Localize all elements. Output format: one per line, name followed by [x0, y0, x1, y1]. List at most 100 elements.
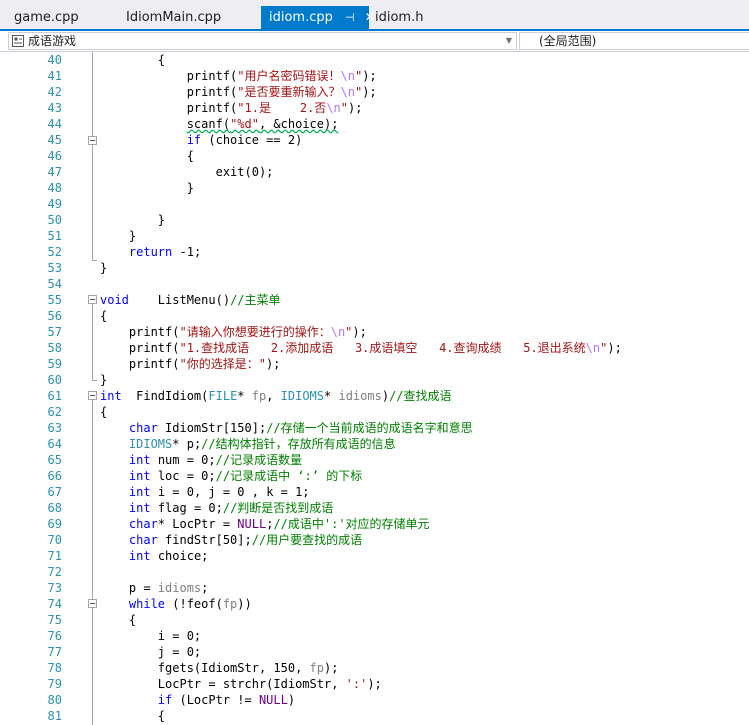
line-number: 40 — [47, 53, 62, 67]
line-number: 51 — [47, 229, 62, 243]
tab-label: IdiomMain.cpp — [126, 10, 222, 25]
code-line: char* LocPtr = NULL;//成语中':'对应的存储单元 — [128, 517, 430, 531]
project-icon — [12, 35, 24, 47]
line-number: 58 — [47, 341, 62, 355]
line-number: 75 — [47, 613, 62, 627]
scope-dropdown-value: (全局范围) — [539, 34, 597, 48]
tab-idiom-cpp[interactable]: idiom.cpp ⊣ ✕ — [261, 6, 375, 31]
code-line: return -1; — [128, 245, 202, 259]
line-number: 45 — [47, 133, 62, 147]
collapse-toggle-icon[interactable] — [88, 599, 97, 608]
line-number: 69 — [47, 517, 62, 531]
line-number: 78 — [47, 661, 62, 675]
line-number: 65 — [47, 453, 62, 467]
fold-end-marker — [92, 380, 97, 381]
project-dropdown[interactable]: 成语游戏 ▼ — [8, 32, 517, 50]
line-number: 46 — [47, 149, 62, 163]
line-number: 57 — [47, 325, 62, 339]
code-line: { — [100, 309, 108, 323]
code-line: IDIOMS* p;//结构体指针，存放所有成语的信息 — [128, 437, 396, 451]
fold-guide-line — [92, 400, 93, 725]
line-number: 63 — [47, 421, 62, 435]
code-line: printf("1.查找成语 2.添加成语 3.成语填空 4.查询成绩 5.退出… — [100, 341, 622, 355]
line-number: 55 — [47, 293, 62, 307]
code-line: fgets(IdiomStr, 150, fp); — [100, 661, 339, 675]
line-number: 53 — [47, 261, 62, 275]
fold-guide-line — [92, 304, 93, 380]
code-line: exit(0); — [100, 165, 274, 179]
code-line: } — [100, 181, 194, 195]
line-number: 41 — [47, 69, 62, 83]
code-line: { — [100, 149, 194, 163]
fold-guide-line — [92, 52, 93, 260]
line-number: 67 — [47, 485, 62, 499]
project-dropdown-value: 成语游戏 — [28, 34, 77, 48]
tab-idiom-h[interactable]: idiom.h — [367, 6, 431, 29]
line-number: 47 — [47, 165, 62, 179]
code-line: printf("是否要重新输入？\n"); — [100, 85, 377, 99]
collapse-toggle-icon[interactable] — [88, 295, 97, 304]
code-line: { — [100, 405, 108, 419]
fold-end-marker — [92, 260, 97, 261]
document-tab-bar: game.cpp IdiomMain.cpp idiom.cpp ⊣ ✕ idi… — [0, 0, 749, 31]
code-line — [100, 196, 749, 212]
code-line: int flag = 0;//判断是否找到成语 — [128, 501, 334, 515]
code-line: } — [100, 229, 137, 243]
code-line: int i = 0, j = 0 , k = 1; — [128, 485, 310, 499]
line-number: 48 — [47, 181, 62, 195]
code-line: int choice; — [128, 549, 209, 563]
line-number: 71 — [47, 549, 62, 563]
pin-icon[interactable]: ⊣ — [345, 11, 355, 24]
code-line: printf("1.是 2.否\n"); — [100, 101, 363, 115]
tab-idiommain-cpp[interactable]: IdiomMain.cpp — [118, 6, 229, 29]
code-text-area[interactable]: { printf("用户名密码错误！\n"); printf("是否要重新输入？… — [100, 52, 749, 724]
code-line: void ListMenu()//主菜单 — [100, 293, 281, 307]
navigation-bar: 成语游戏 ▼ (全局范围) — [0, 31, 749, 52]
line-number: 56 — [47, 309, 62, 323]
line-number: 49 — [47, 197, 62, 211]
code-line: char IdiomStr[150];//存储一个当前成语的成语名字和意思 — [128, 421, 473, 435]
code-line — [100, 564, 749, 580]
line-number: 44 — [47, 117, 62, 131]
chevron-down-icon[interactable]: ▼ — [505, 36, 513, 45]
line-number: 52 — [47, 245, 62, 259]
line-number: 81 — [47, 709, 62, 723]
code-line: LocPtr = strchr(IdiomStr, ':'); — [100, 677, 382, 691]
code-line: } — [100, 373, 108, 387]
line-number: 77 — [47, 645, 62, 659]
code-line: } — [100, 213, 166, 227]
line-number: 43 — [47, 101, 62, 115]
tab-game-cpp[interactable]: game.cpp — [6, 6, 87, 29]
code-line: if (choice == 2) — [186, 133, 303, 147]
code-line: p = idioms; — [100, 581, 209, 595]
code-line: j = 0; — [100, 645, 202, 659]
line-number: 79 — [47, 677, 62, 691]
tab-label: idiom.cpp — [269, 10, 333, 25]
code-line: int num = 0;//记录成语数量 — [128, 453, 303, 467]
collapse-toggle-icon[interactable] — [88, 136, 97, 145]
code-line: int loc = 0;//记录成语中 ‘:’ 的下标 — [128, 469, 363, 483]
line-number: 60 — [47, 373, 62, 387]
line-number: 76 — [47, 629, 62, 643]
tab-label: game.cpp — [14, 10, 79, 25]
line-number: 72 — [47, 565, 62, 579]
line-number: 59 — [47, 357, 62, 371]
line-number: 68 — [47, 501, 62, 515]
line-number: 62 — [47, 405, 62, 419]
collapse-toggle-icon[interactable] — [88, 391, 97, 400]
line-number: 42 — [47, 85, 62, 99]
code-line: char findStr[50];//用户要查找的成语 — [128, 533, 363, 547]
code-line: while (!feof(fp)) — [128, 597, 252, 611]
line-number: 73 — [47, 581, 62, 595]
close-icon[interactable]: ✕ — [364, 10, 375, 24]
code-line: int FindIdiom(FILE* fp, IDIOMS* idioms)/… — [100, 389, 452, 403]
code-line — [100, 276, 749, 292]
line-number: 64 — [47, 437, 62, 451]
code-line: { — [100, 709, 166, 723]
line-number: 61 — [47, 389, 62, 403]
indicator-margin — [0, 52, 22, 725]
scope-dropdown[interactable]: (全局范围) — [519, 32, 749, 50]
line-number: 70 — [47, 533, 62, 547]
